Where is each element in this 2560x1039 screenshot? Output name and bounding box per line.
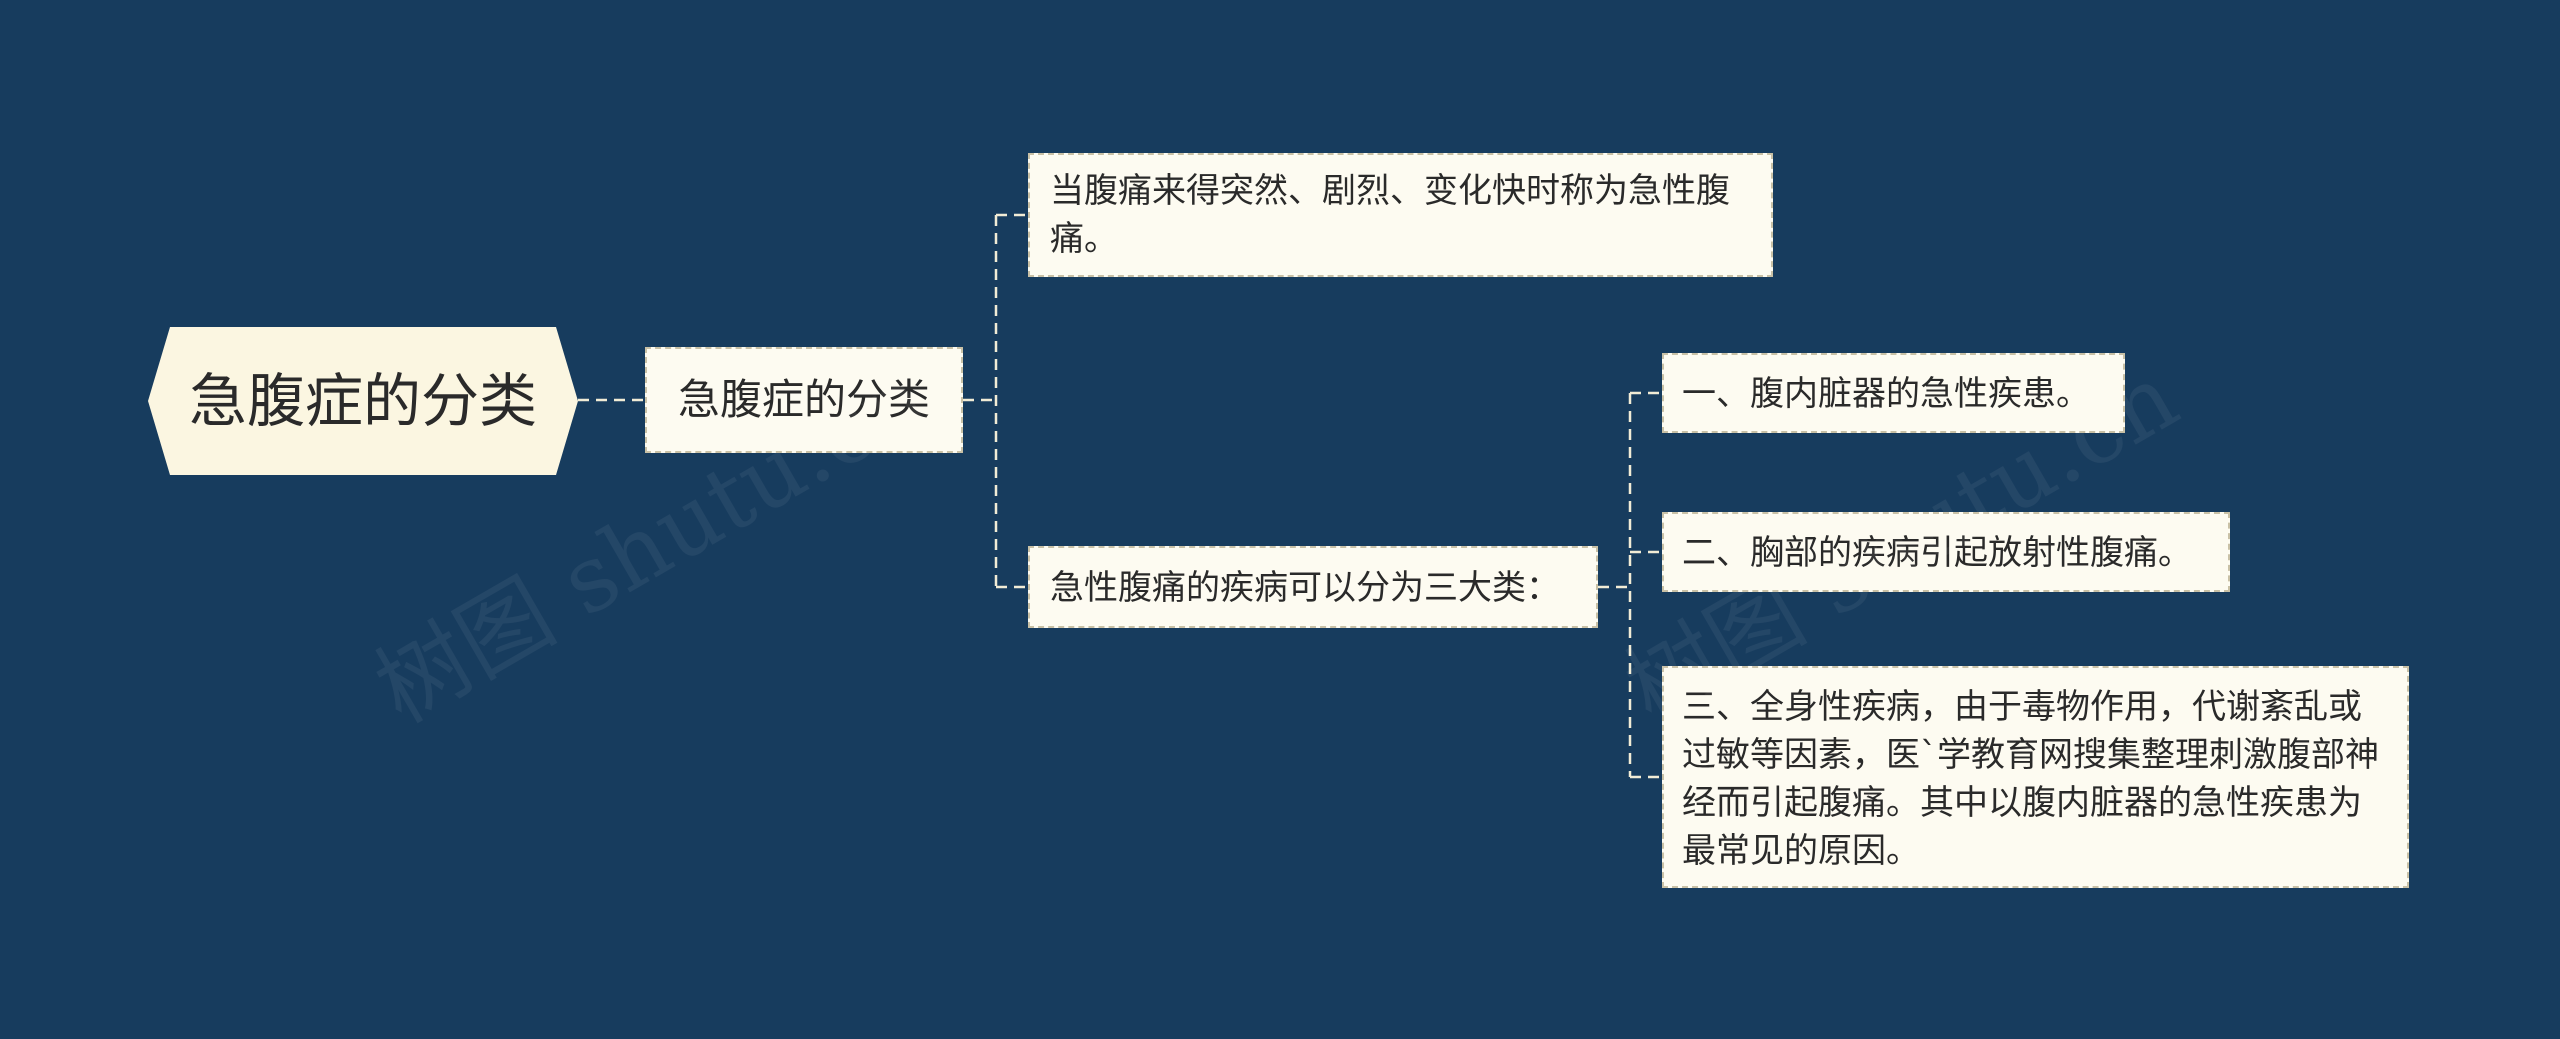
root-node-label: 急腹症的分类 bbox=[188, 367, 537, 435]
leaf-node-category-2-label: 二、胸部的疾病引起放射性腹痛。 bbox=[1682, 533, 2192, 573]
leaf-node-category-1-label: 一、腹内脏器的急性疾患。 bbox=[1682, 374, 2090, 414]
topic-node-level1-label: 急腹症的分类 bbox=[677, 375, 930, 424]
topic-node-level1[interactable]: 急腹症的分类 bbox=[645, 347, 963, 453]
leaf-node-category-2[interactable]: 二、胸部的疾病引起放射性腹痛。 bbox=[1662, 512, 2230, 592]
subtopic-node-definition-label: 当腹痛来得突然、剧烈、变化快时称为急性腹痛。 bbox=[1050, 171, 1730, 259]
subtopic-node-classification[interactable]: 急性腹痛的疾病可以分为三大类： bbox=[1028, 546, 1598, 628]
leaf-node-category-1[interactable]: 一、腹内脏器的急性疾患。 bbox=[1662, 353, 2125, 433]
subtopic-node-classification-label: 急性腹痛的疾病可以分为三大类： bbox=[1050, 568, 1560, 608]
subtopic-node-definition[interactable]: 当腹痛来得突然、剧烈、变化快时称为急性腹痛。 bbox=[1028, 153, 1773, 277]
connector-level1-to-level2-trunk bbox=[963, 215, 998, 587]
leaf-node-category-3-label: 三、全身性疾病，由于毒物作用，代谢紊乱或过敏等因素，医`学教育网搜集整理刺激腹部… bbox=[1682, 687, 2379, 871]
root-node[interactable]: 急腹症的分类 bbox=[148, 327, 578, 475]
leaf-node-category-3[interactable]: 三、全身性疾病，由于毒物作用，代谢紊乱或过敏等因素，医`学教育网搜集整理刺激腹部… bbox=[1662, 666, 2409, 888]
connector-level2-to-level3-trunk bbox=[1598, 393, 1632, 777]
